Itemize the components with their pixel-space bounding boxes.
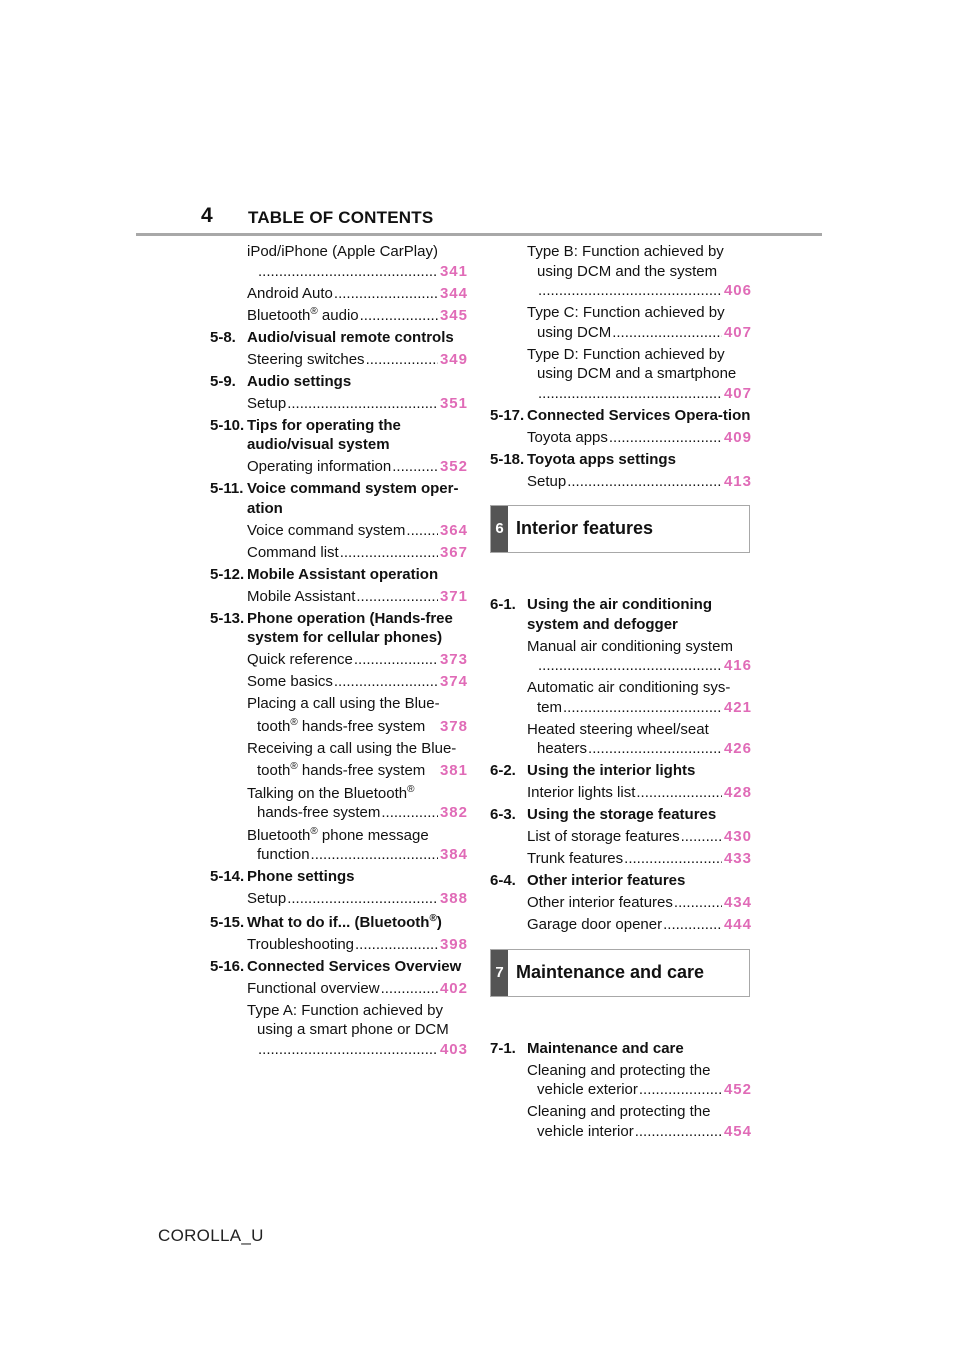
toc-entry[interactable]: Steering switches349	[247, 350, 468, 370]
toc-entry[interactable]: Setup388	[247, 889, 468, 909]
section-heading: 5-11.Voice command system oper-ation	[210, 480, 459, 517]
toc-entry[interactable]: Interior lights list428	[527, 783, 752, 803]
page-link[interactable]: 454	[723, 1122, 752, 1140]
chapter-title: Interior features	[516, 518, 654, 539]
page-number: 4	[201, 204, 213, 227]
page-link[interactable]: 349	[439, 350, 468, 368]
page-link[interactable]: 413	[723, 472, 752, 490]
page-link[interactable]: 345	[439, 306, 468, 324]
page-link[interactable]: 409	[723, 428, 752, 446]
section-heading: 6-3.Using the storage features	[490, 806, 717, 823]
toc-entry[interactable]: Cleaning and protecting the vehicle exte…	[527, 1061, 752, 1100]
section-heading: 6-4.Other interior features	[490, 872, 686, 889]
page-link[interactable]: 416	[723, 657, 752, 674]
page-link[interactable]: 421	[723, 698, 752, 716]
section-heading: 5-15.What to do if... (Bluetooth®)	[210, 912, 442, 931]
page-link[interactable]: 434	[723, 894, 752, 911]
page-link[interactable]: 341	[439, 262, 468, 280]
toc-entry[interactable]: Command list367	[247, 543, 468, 563]
toc-entry[interactable]: Heated steering wheel/seat heaters426	[527, 720, 752, 759]
section-heading: 5-14.Phone settings	[210, 868, 355, 885]
page-link[interactable]: 402	[439, 979, 468, 997]
toc-entry[interactable]: Type D: Function achieved by using DCM a…	[527, 345, 752, 404]
toc-entry[interactable]: Setup413	[527, 472, 752, 492]
toc-entry[interactable]: iPod/iPhone (Apple CarPlay) 341	[247, 242, 468, 281]
section-heading: 5-9.Audio settings	[210, 372, 352, 390]
toc-entry[interactable]: Receiving a call using the Blue- tooth® …	[247, 739, 468, 780]
section-heading: 5-13.Phone operation (Hands-free system …	[210, 609, 453, 647]
toc-entry[interactable]: Bluetooth® audio345	[247, 306, 468, 326]
page-link[interactable]: 352	[439, 458, 468, 475]
toc-entry[interactable]: Toyota apps409	[527, 428, 752, 448]
page-link[interactable]: 378	[439, 717, 468, 735]
chapter-number: 7	[491, 949, 508, 996]
page-link[interactable]: 367	[439, 543, 468, 561]
page-link[interactable]: 384	[439, 846, 468, 863]
page-link[interactable]: 430	[723, 828, 752, 845]
page-title: TABLE OF CONTENTS	[248, 208, 434, 227]
page-link[interactable]: 407	[723, 323, 752, 341]
toc-entry[interactable]: Placing a call using the Blue- tooth® ha…	[247, 695, 468, 735]
toc-entry[interactable]: Troubleshooting398	[247, 935, 468, 955]
toc-entry[interactable]: Talking on the Bluetooth® hands-free sys…	[247, 784, 468, 823]
toc-entry[interactable]: Type B: Function achieved by using DCM a…	[527, 242, 752, 301]
chapter-title: Maintenance and care	[516, 961, 705, 982]
section-heading: 5-8.Audio/visual remote controls	[210, 328, 454, 346]
page-link[interactable]: 381	[439, 762, 468, 779]
toc-entry[interactable]: Type C: Function achieved by using DCM40…	[527, 303, 752, 342]
toc-entry[interactable]: Some basics374	[247, 672, 468, 692]
toc-entry[interactable]: Functional overview402	[247, 979, 468, 999]
toc-entry[interactable]: List of storage features430	[527, 827, 752, 847]
section-heading: 5-18.Toyota apps settings	[490, 450, 676, 468]
page-link[interactable]: 426	[723, 740, 752, 757]
page-link[interactable]: 403	[439, 1040, 468, 1058]
toc-entry[interactable]: Automatic air conditioning sys- tem421	[527, 678, 752, 717]
toc-entry[interactable]: Setup351	[247, 394, 468, 414]
toc-entry[interactable]: Manual air conditioning system 416	[527, 637, 752, 676]
header-divider	[136, 233, 822, 236]
toc-entry[interactable]: Mobile Assistant371	[247, 587, 468, 607]
section-heading: 7-1.Maintenance and care	[490, 1039, 684, 1057]
toc-entry[interactable]: Android Auto344	[247, 284, 468, 304]
page-link[interactable]: 428	[723, 784, 752, 801]
page-link[interactable]: 398	[439, 935, 468, 953]
page-link[interactable]: 444	[723, 916, 752, 933]
page-link[interactable]: 373	[439, 651, 468, 668]
chapter-6-header[interactable]: 6 Interior features	[490, 505, 750, 553]
footer-model-code: COROLLA_U	[158, 1226, 264, 1245]
section-heading: 5-17.Connected Services Opera-tion	[490, 406, 751, 424]
page-link[interactable]: 371	[439, 587, 468, 605]
chapter-7-header[interactable]: 7 Maintenance and care	[490, 948, 750, 997]
toc-entry[interactable]: Bluetooth® phone message function384	[247, 826, 468, 865]
page-link[interactable]: 364	[439, 521, 468, 539]
toc-entry[interactable]: Other interior features434	[527, 893, 752, 913]
section-heading: 5-16.Connected Services Overview	[210, 957, 462, 975]
toc-entry[interactable]: Garage door opener444	[527, 915, 752, 935]
page-link[interactable]: 344	[439, 284, 468, 302]
section-heading: 5-10.Tips for operating the audio/visual…	[210, 416, 401, 454]
page-link[interactable]: 382	[439, 804, 468, 821]
page-link[interactable]: 433	[723, 850, 752, 867]
section-heading: 5-12.Mobile Assistant operation	[210, 565, 439, 583]
page-link[interactable]: 407	[723, 384, 752, 402]
section-heading: 6-1.Using the air conditioning system an…	[490, 596, 712, 633]
toc-entry[interactable]: Operating information352	[247, 457, 468, 477]
chapter-number: 6	[491, 506, 508, 552]
toc-entry[interactable]: Cleaning and protecting the vehicle inte…	[527, 1102, 752, 1141]
toc-left-column: iPod/iPhone (Apple CarPlay) 341 Android …	[210, 242, 468, 1062]
page-link[interactable]: 351	[439, 394, 468, 412]
section-heading: 6-2.Using the interior lights	[490, 762, 696, 779]
page-link[interactable]: 374	[439, 673, 468, 690]
toc-entry[interactable]: Trunk features433	[527, 849, 752, 869]
toc-entry[interactable]: Type A: Function achieved by using a sma…	[247, 1001, 468, 1060]
page-link[interactable]: 452	[723, 1081, 752, 1098]
page-link[interactable]: 406	[723, 282, 752, 299]
toc-entry[interactable]: Voice command system364	[247, 521, 468, 541]
toc-right-column: Type B: Function achieved by using DCM a…	[490, 242, 752, 1144]
toc-entry[interactable]: Quick reference373	[247, 650, 468, 670]
page-link[interactable]: 388	[439, 890, 468, 907]
